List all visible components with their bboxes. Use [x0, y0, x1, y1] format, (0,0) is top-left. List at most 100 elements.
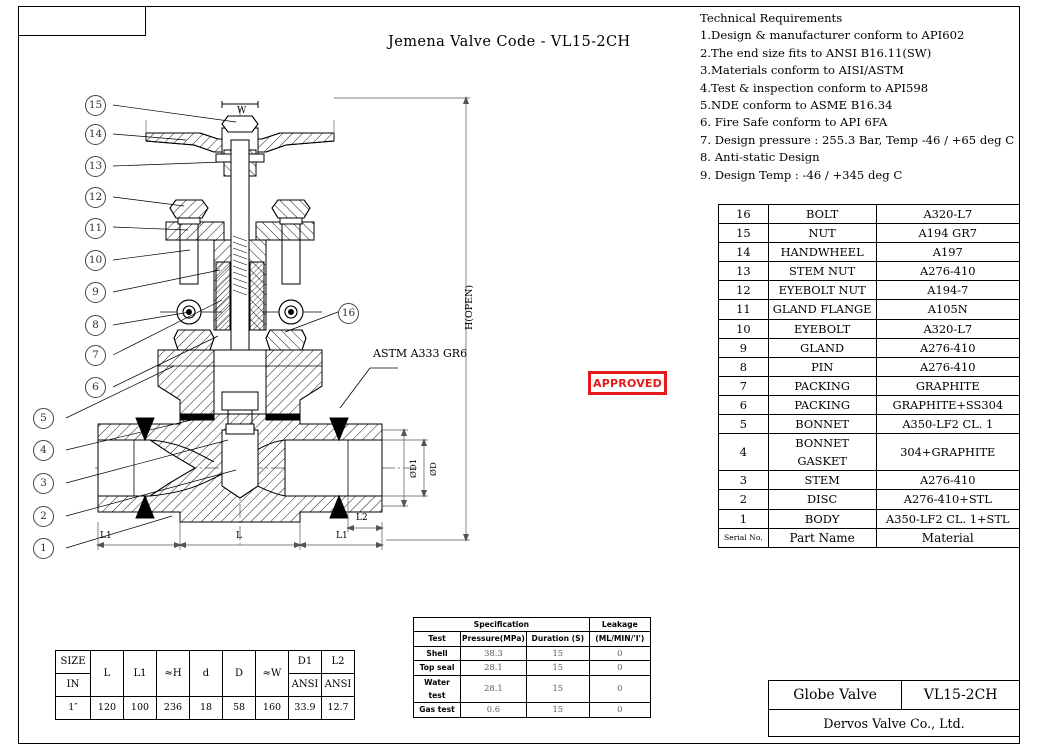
part-material: A105N	[875, 299, 1021, 320]
part-material: A276-410	[875, 356, 1021, 377]
balloon-9: 9	[85, 282, 106, 303]
test-leakage: 0	[588, 660, 651, 676]
part-name: PACKING	[767, 394, 877, 416]
approved-stamp: APPROVED	[588, 371, 667, 395]
part-name: BODY	[767, 508, 877, 529]
part-material: A350-LF2 CL. 1+STL	[875, 508, 1021, 529]
balloon-1: 1	[33, 538, 54, 559]
part-name: BONNET	[767, 414, 877, 435]
part-name: NUT	[767, 223, 877, 244]
sheet-border	[18, 6, 1020, 744]
dim-label-l: L	[236, 531, 242, 541]
column-header-test: Test	[413, 631, 461, 647]
product-code: VL15-2CH	[901, 680, 1020, 710]
part-material: A197	[875, 242, 1021, 263]
part-material: GRAPHITE+SS304	[875, 394, 1021, 416]
dim-label-l1-left: L1	[100, 531, 112, 541]
test-pressure: 0.6	[460, 702, 527, 718]
part-name: GLAND FLANGE	[767, 299, 877, 320]
part-material: A320-L7	[875, 203, 1021, 225]
part-material: A350-LF2 CL. 1	[875, 414, 1021, 435]
part-material: A276-410	[875, 337, 1021, 358]
part-name: GLAND	[767, 337, 877, 358]
column-header-d: D	[222, 650, 256, 697]
test-leakage: 0	[588, 702, 651, 718]
balloon-5: 5	[33, 408, 54, 429]
part-material: A276-410+STL	[875, 489, 1021, 510]
balloon-12: 12	[85, 187, 106, 208]
balloon-11: 11	[85, 218, 106, 239]
technical-requirements: Technical Requirements 1.Design & manufa…	[700, 10, 1014, 184]
tech-req-item: 8. Anti-static Design	[700, 150, 820, 165]
dim-label-h-open: H(OPEN)	[464, 284, 475, 330]
part-name: EYEBOLT NUT	[767, 280, 877, 301]
dim-d: 58	[222, 696, 256, 720]
test-name: Shell	[413, 645, 461, 662]
balloon-8: 8	[85, 315, 106, 336]
part-name: PACKING	[767, 375, 877, 396]
part-material: A276-410	[875, 470, 1021, 491]
table-row: 1″ 120 100 236 18 58 160 33.9 12.7	[55, 696, 355, 720]
dim-l2: 12.7	[321, 696, 355, 720]
part-no: 8	[718, 356, 769, 377]
test-pressure: 38.3	[460, 645, 527, 662]
part-no: 11	[718, 299, 769, 320]
balloon-10: 10	[85, 250, 106, 271]
tech-req-item: 3.Materials conform to AISI/ASTM	[700, 63, 904, 78]
part-no: 10	[718, 318, 769, 339]
part-no: 15	[718, 223, 769, 244]
test-leakage: 0	[588, 674, 651, 704]
tech-req-item: 2.The end size fits to ANSI B16.11(SW)	[700, 45, 932, 60]
test-name: Gas test	[413, 702, 461, 718]
part-material: GRAPHITE	[875, 375, 1021, 396]
part-no: 3	[718, 470, 769, 491]
part-name: STEM	[767, 470, 877, 491]
top-left-title-box	[18, 6, 146, 36]
group-header-specification: Specification	[413, 616, 590, 633]
tech-req-heading: Technical Requirements	[700, 11, 843, 25]
balloon-15: 15	[85, 95, 106, 116]
balloon-7: 7	[85, 345, 106, 366]
table-header-row: Test Pressure(MPa) Duration (S) (ML/MIN/…	[413, 631, 651, 647]
part-material: A276-410	[875, 261, 1021, 282]
test-pressure: 28.1	[460, 660, 527, 676]
part-no: 13	[718, 261, 769, 282]
balloon-6: 6	[85, 377, 106, 398]
table-row: Dervos Valve Co., Ltd.	[768, 709, 1020, 737]
test-leakage: 0	[588, 645, 651, 662]
part-name: BONNET GASKET	[767, 433, 877, 472]
column-header-size: SIZE	[55, 650, 91, 674]
tech-req-item: 7. Design pressure : 255.3 Bar, Temp -46…	[700, 132, 1015, 147]
material-callout: ASTM A333 GR6	[373, 347, 468, 360]
dim-label-d: ØD	[429, 462, 439, 476]
column-header-h: ≈H	[156, 650, 190, 697]
column-header-l2: L2	[321, 650, 355, 674]
approved-stamp-label: APPROVED	[593, 376, 662, 390]
part-name: EYEBOLT	[767, 318, 877, 339]
balloon-3: 3	[33, 473, 54, 494]
dim-size: 1″	[55, 696, 91, 720]
company-name: Dervos Valve Co., Ltd.	[768, 709, 1020, 737]
test-duration: 15	[525, 660, 590, 676]
part-name: STEM NUT	[767, 261, 877, 282]
dim-label-d1: ØD1	[409, 458, 419, 478]
tech-req-item: 9. Design Temp : -46 / +345 deg C	[700, 167, 903, 182]
tech-req-item: 1.Design & manufacturer conform to API60…	[700, 28, 965, 43]
